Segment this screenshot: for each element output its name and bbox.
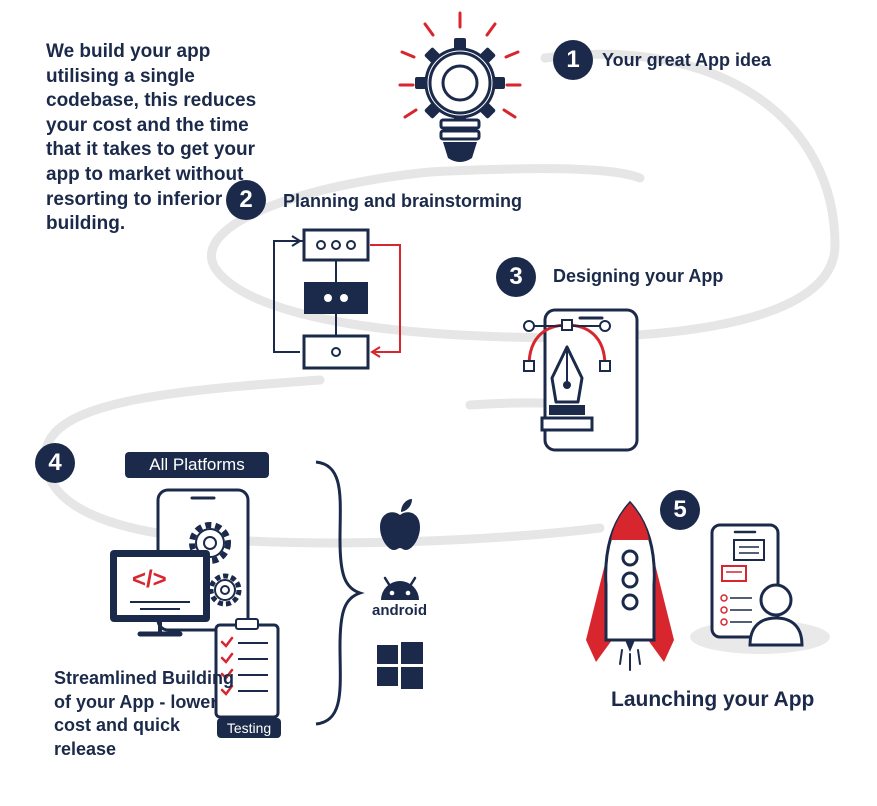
step-5-label: Launching your App bbox=[611, 688, 815, 711]
intro-paragraph: We build your app utilising a single cod… bbox=[46, 41, 262, 235]
step-1-label: Your great App idea bbox=[602, 50, 772, 70]
gear-icon bbox=[208, 573, 242, 607]
step-5-badge: 5 bbox=[660, 490, 700, 530]
curly-brace bbox=[315, 460, 365, 726]
testing-pill: Testing bbox=[217, 718, 281, 738]
devices-illustration bbox=[110, 488, 280, 719]
clipboard-icon bbox=[214, 618, 280, 719]
rocket-icon bbox=[586, 500, 674, 671]
step-4-badge: 4 bbox=[35, 443, 75, 483]
step-3-label: Designing your App bbox=[553, 266, 724, 286]
all-platforms-pill: All Platforms bbox=[125, 452, 269, 478]
code-icon: </> bbox=[132, 566, 167, 593]
flowchart-icon bbox=[273, 228, 401, 370]
windows-logo-icon bbox=[377, 642, 423, 689]
step-4-label: Streamlined Building of your App - lower… bbox=[54, 668, 235, 759]
phone-chat-user-icon bbox=[710, 523, 804, 647]
android-logo-icon bbox=[381, 576, 419, 600]
step-2-badge: 2 bbox=[226, 180, 266, 220]
android-wordmark: android bbox=[372, 602, 427, 619]
apple-logo-icon bbox=[380, 499, 420, 550]
design-pen-tool-icon bbox=[523, 308, 639, 452]
lightbulb-gear-icon bbox=[398, 11, 522, 162]
step-3-badge: 3 bbox=[496, 257, 536, 297]
step-2-label: Planning and brainstorming bbox=[283, 191, 523, 211]
step-1-badge: 1 bbox=[553, 40, 593, 80]
